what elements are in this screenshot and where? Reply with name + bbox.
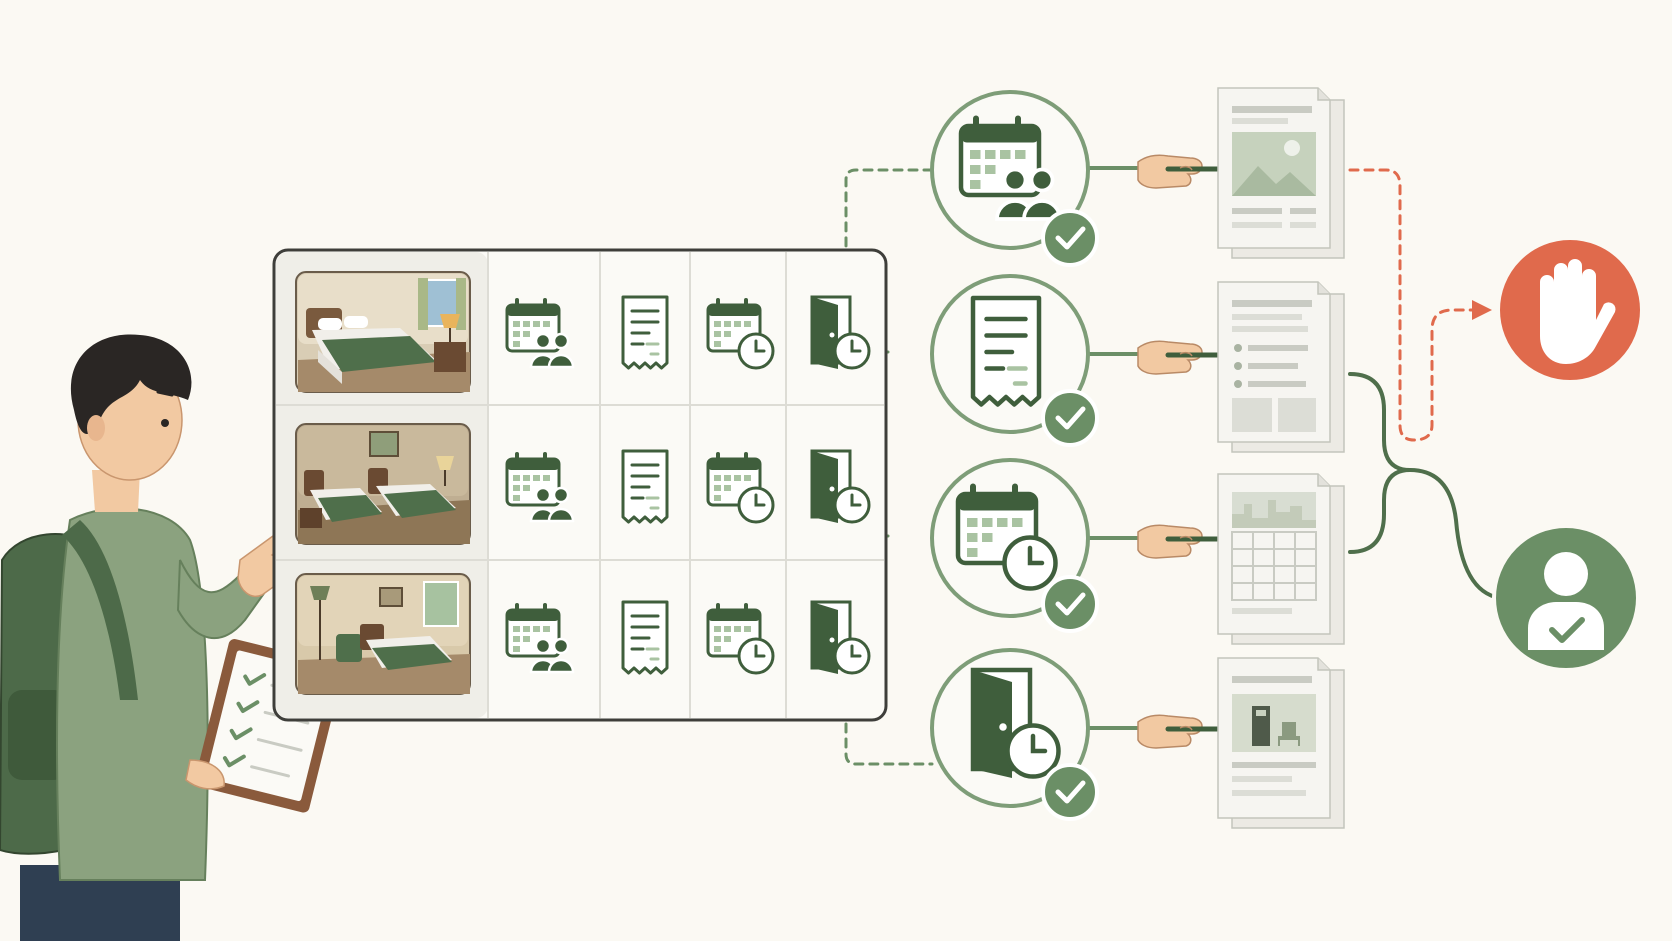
receipt-icon <box>621 600 669 675</box>
hand-pen-icon <box>1138 525 1226 558</box>
check-icon <box>1043 577 1097 631</box>
hand-pen-icon <box>1138 341 1226 374</box>
list-document-icon <box>1217 281 1345 453</box>
room-options-table <box>272 248 888 722</box>
twin-bed-room-photo-icon <box>295 423 471 545</box>
room-document-icon <box>1217 657 1345 829</box>
check-icon <box>1043 391 1097 445</box>
check-circle-calendar <box>930 458 1097 631</box>
check-circle-guests <box>930 90 1097 265</box>
receipt-icon <box>973 298 1039 405</box>
double-bed-room-photo-icon <box>295 271 471 393</box>
photo-document-icon <box>1217 87 1345 259</box>
calendar-document-icon <box>1217 473 1345 645</box>
arrowhead-icon <box>1472 300 1492 320</box>
hand-pen-icon <box>1138 155 1226 188</box>
stop-hand-icon <box>1496 236 1644 384</box>
receipt-icon <box>621 295 669 370</box>
check-icon <box>1043 765 1097 819</box>
check-circle-receipt <box>930 274 1097 445</box>
receipt-icon <box>621 449 669 524</box>
traveler-with-clipboard-icon <box>0 334 344 941</box>
approved-user-icon <box>1492 524 1640 672</box>
connectors <box>844 166 1502 766</box>
hand-pen-icon <box>1138 715 1226 748</box>
check-icon <box>1043 211 1097 265</box>
single-bed-room-photo-icon <box>295 573 471 695</box>
check-circle-door <box>930 648 1097 819</box>
